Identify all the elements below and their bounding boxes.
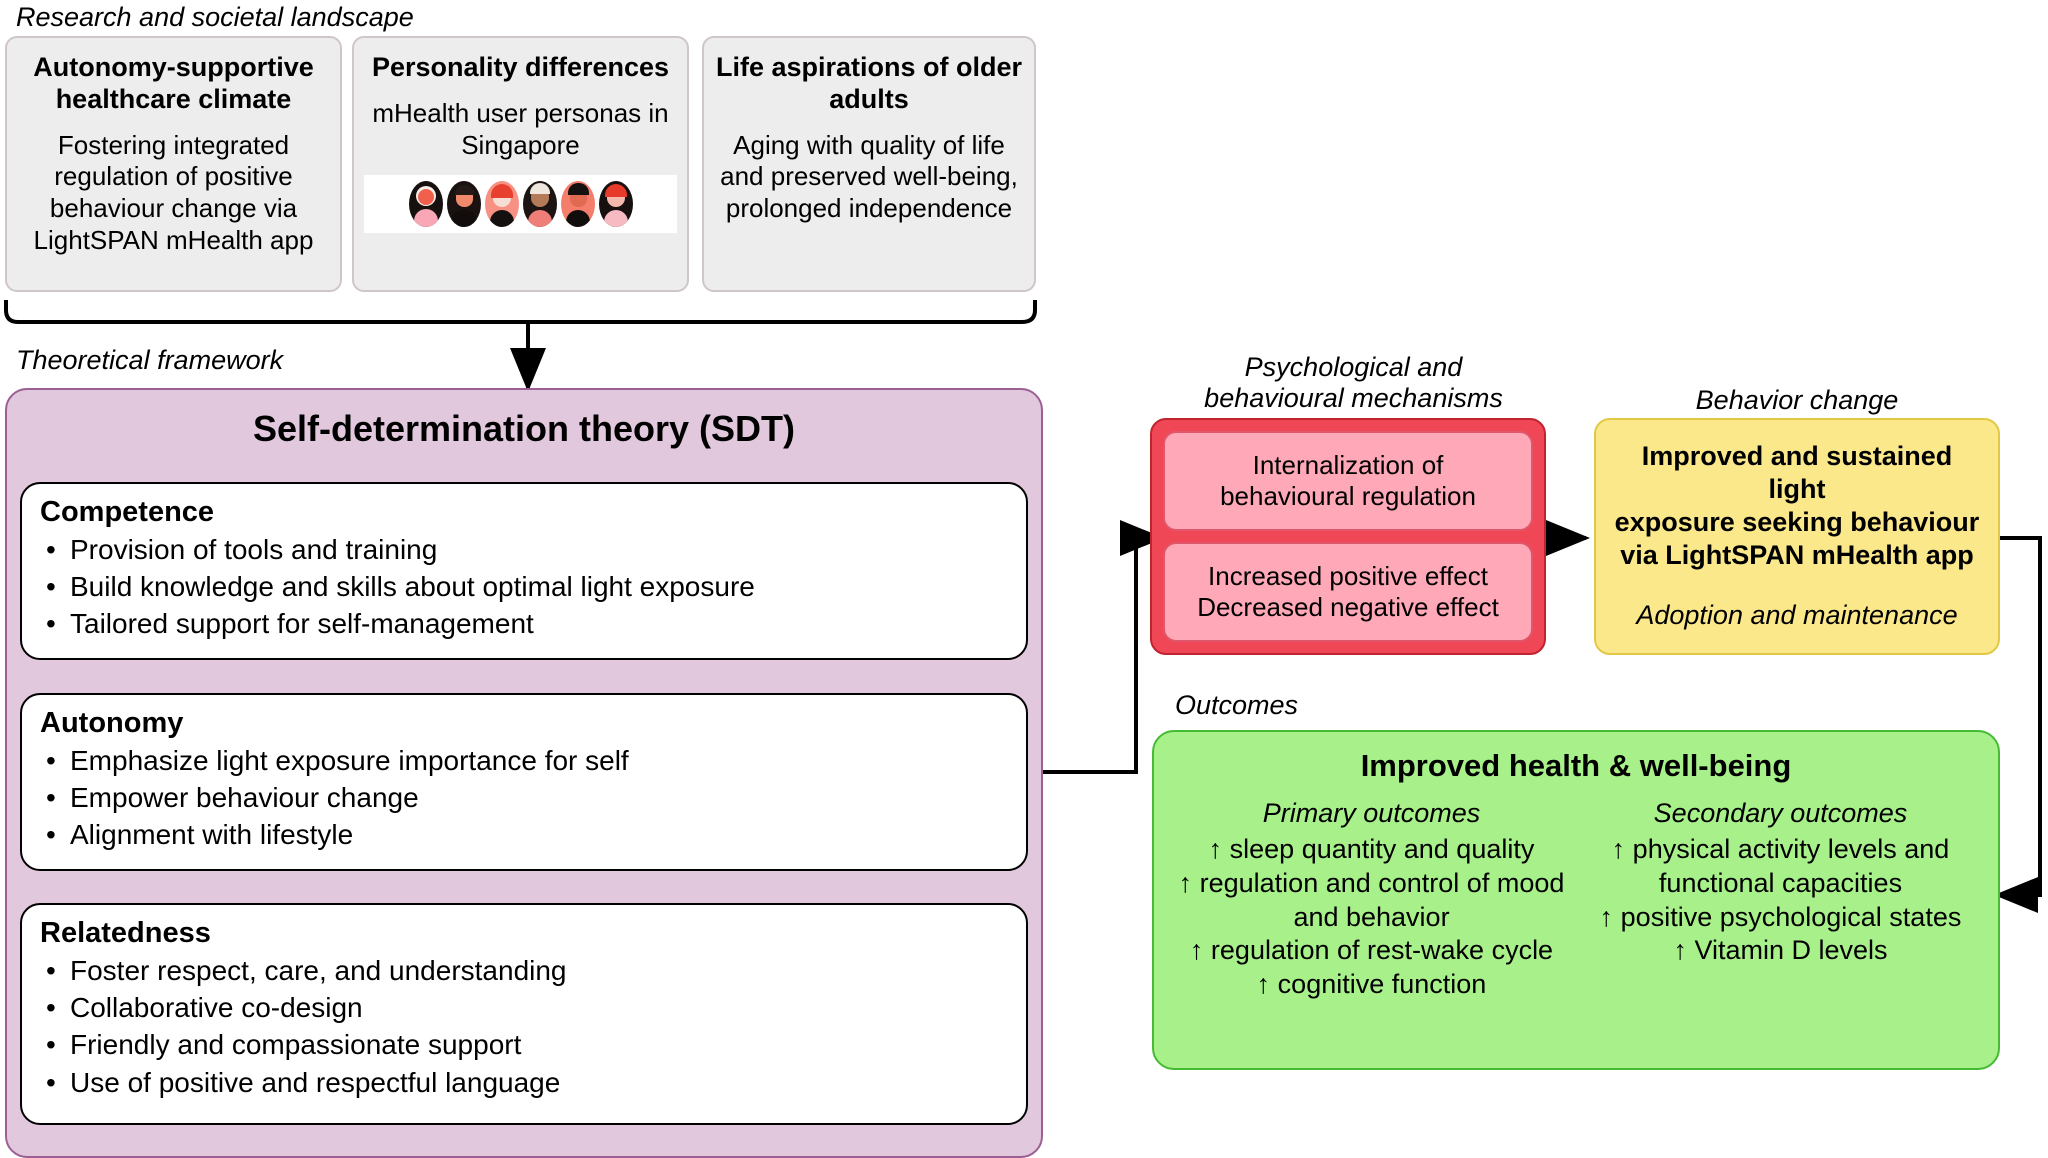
need-item: Friendly and compassionate support [40, 1026, 1008, 1063]
card-title: Personality differences [371, 52, 670, 82]
need-item: Use of positive and respectful language [40, 1064, 1008, 1101]
mechanism-item: Increased positive effect Decreased nega… [1163, 542, 1533, 642]
outcomes-box: Improved health & well-being Primary out… [1152, 730, 2000, 1070]
persona-avatar [560, 181, 595, 228]
behavior-change-headline: Improved and sustained light exposure se… [1614, 441, 1980, 570]
persona-avatar [446, 181, 481, 228]
card-subtitle: mHealth user personas in Singapore [372, 97, 669, 160]
outcome-line: ↑ positive psychological states [1599, 901, 1962, 932]
card-subtitle: Aging with quality of life and preserved… [720, 129, 1018, 224]
persona-avatar [598, 181, 633, 228]
need-name: Competence [40, 496, 215, 528]
persona-avatar [408, 181, 443, 228]
need-item: Empower behaviour change [40, 779, 1008, 816]
need-item: Provision of tools and training [40, 531, 1008, 568]
need-item-list: Foster respect, care, and understanding … [40, 952, 1008, 1101]
column-heading: Primary outcomes [1262, 798, 1481, 828]
need-item: Foster respect, care, and understanding [40, 952, 1008, 989]
card-title: Life aspirations of older adults [715, 52, 1023, 114]
landscape-card-autonomy-supportive-climate: Autonomy-supportive healthcare climate F… [5, 36, 342, 292]
need-item: Collaborative co-design [40, 989, 1008, 1026]
need-name: Autonomy [40, 707, 184, 739]
need-item-list: Provision of tools and training Build kn… [40, 531, 1008, 643]
outcome-line: ↑ regulation and control of mood and beh… [1178, 867, 1565, 932]
mechanism-item: Internalization of behavioural regulatio… [1163, 431, 1533, 531]
sdt-title: Self-determination theory (SDT) [252, 408, 796, 449]
persona-avatar [522, 181, 557, 228]
sdt-need-autonomy: Autonomy Emphasize light exposure import… [20, 693, 1028, 871]
outcomes-title: Improved health & well-being [1360, 748, 1792, 783]
section-caption-research-landscape: Research and societal landscape [16, 2, 414, 32]
outcomes-column-secondary: Secondary outcomes ↑ physical activity l… [1581, 798, 1980, 1002]
section-caption-behavior-change: Behavior change [1695, 385, 1899, 415]
need-item: Build knowledge and skills about optimal… [40, 568, 1008, 605]
sdt-need-competence: Competence Provision of tools and traini… [20, 482, 1028, 660]
need-item-list: Emphasize light exposure importance for … [40, 742, 1008, 854]
persona-avatar [484, 181, 519, 228]
need-name: Relatedness [40, 917, 211, 949]
column-heading: Secondary outcomes [1653, 798, 1908, 828]
behavior-change-note: Adoption and maintenance [1636, 599, 1958, 630]
outcome-line: ↑ sleep quantity and quality [1208, 834, 1535, 864]
outcome-line: ↑ physical activity levels and functiona… [1611, 834, 1950, 898]
outcome-line: ↑ cognitive function [1256, 969, 1487, 999]
card-title: Autonomy-supportive healthcare climate [33, 52, 314, 114]
card-subtitle: Fostering integrated regulation of posit… [33, 129, 314, 255]
mhealth-user-personas-avatars [364, 175, 677, 234]
section-caption-theoretical-framework: Theoretical framework [16, 345, 284, 375]
outcomes-column-primary: Primary outcomes ↑ sleep quantity and qu… [1172, 798, 1571, 1002]
outcome-line: ↑ regulation of rest-wake cycle [1189, 935, 1554, 966]
need-item: Emphasize light exposure importance for … [40, 742, 1008, 779]
outcome-line: ↑ Vitamin D levels [1673, 935, 1888, 966]
landscape-card-life-aspirations: Life aspirations of older adults Aging w… [702, 36, 1036, 292]
need-item: Alignment with lifestyle [40, 816, 1008, 853]
sdt-need-relatedness: Relatedness Foster respect, care, and un… [20, 903, 1028, 1125]
need-item: Tailored support for self-management [40, 605, 1008, 642]
section-caption-outcomes: Outcomes [1175, 690, 1299, 720]
behavior-change-box: Improved and sustained light exposure se… [1594, 418, 2000, 655]
section-caption-mechanisms: Psychological and behavioural mechanisms [1204, 352, 1503, 414]
mechanisms-box: Internalization of behavioural regulatio… [1150, 418, 1546, 655]
landscape-card-personality-differences: Personality differences mHealth user per… [352, 36, 689, 292]
